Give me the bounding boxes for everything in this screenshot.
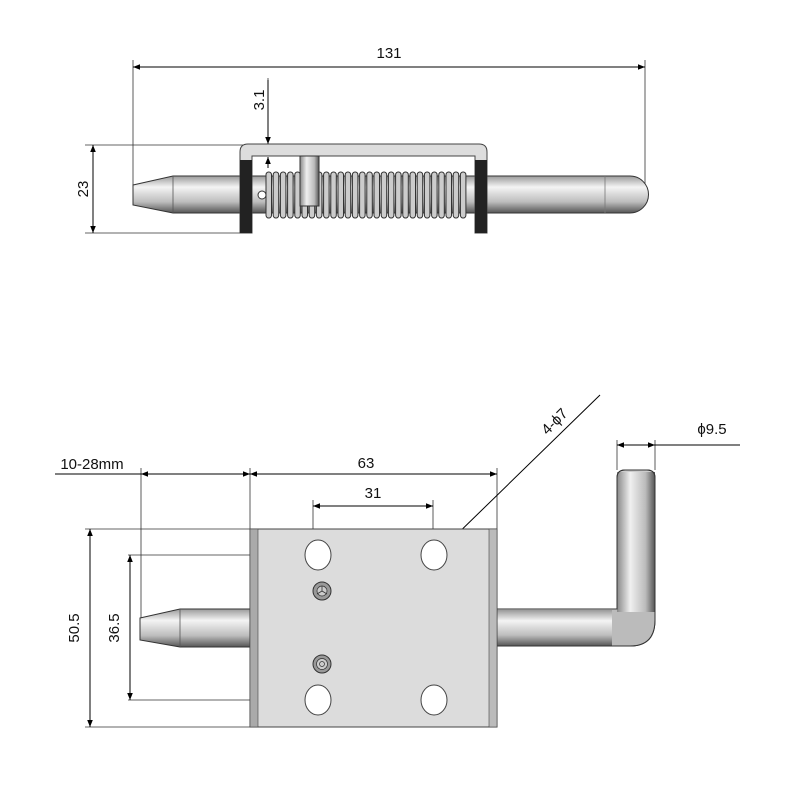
spring-coil [287,171,294,219]
spring [265,171,467,219]
spring-coil [402,171,409,219]
dimension-plate-height-label: 50.5 [66,613,83,642]
bracket-flange-right [475,160,487,233]
dimension-plate-width-label: 63 [358,455,375,472]
spring-coil [438,171,445,219]
spring-coil [416,171,424,219]
spring-coil [423,171,431,219]
dimension-thickness-label: 3.1 [251,90,268,111]
spring-coil [323,171,330,219]
spring-coil [373,171,380,219]
spring-coil [279,171,287,219]
holes-leader-line [445,394,601,546]
rivet [312,654,332,674]
mounting-plate [249,528,498,728]
handle-horizontal-shade [497,610,612,646]
dimension-length-label: 131 [376,45,401,62]
spring-coil [337,171,344,219]
mounting-hole [420,684,448,716]
front-view: 10-28mm 63 31 50.5 36.5 4-ϕ7 ϕ9.5 [55,394,740,728]
handle-bend [612,610,655,646]
spring-coil [351,171,359,219]
latch-rod-tip [139,608,253,648]
spring-coil [265,171,272,219]
dimension-height-label: 23 [75,181,92,198]
top-view: 131 23 3.1 [75,45,649,234]
handle-vertical-shade [617,472,655,612]
bracket-flange-left [240,160,252,233]
dimension-stroke-label: 10-28mm [60,456,123,473]
mounting-hole [420,539,448,571]
spring-coil [387,171,395,219]
cross-pin-hole [257,190,267,200]
spring-coil [330,171,337,219]
spring-coil [431,171,438,219]
plate-edge-right [488,528,498,728]
spring-coil [272,171,280,219]
rivet [312,581,332,601]
plunger-pin [299,155,320,207]
mounting-hole [304,684,332,716]
spring-coil [445,171,452,219]
spring-coil [359,171,366,219]
spring-coil [366,171,373,219]
dimension-hole-spacing-x-label: 31 [365,485,382,502]
spring-coil [294,171,301,219]
mounting-hole [304,539,332,571]
spring-coil [459,171,467,219]
spring-coil [344,171,352,219]
spring-coil [395,171,402,219]
spring-coil [380,171,388,219]
plate-edge-left [249,528,259,728]
spring-coil [409,171,416,219]
spring-coil [452,171,460,219]
pin-diameter-label: ϕ9.5 [697,421,726,438]
handle-outline [495,469,656,647]
dimension-hole-spacing-y-label: 36.5 [106,613,123,642]
holes-callout-label: 4-ϕ7 [538,405,571,438]
